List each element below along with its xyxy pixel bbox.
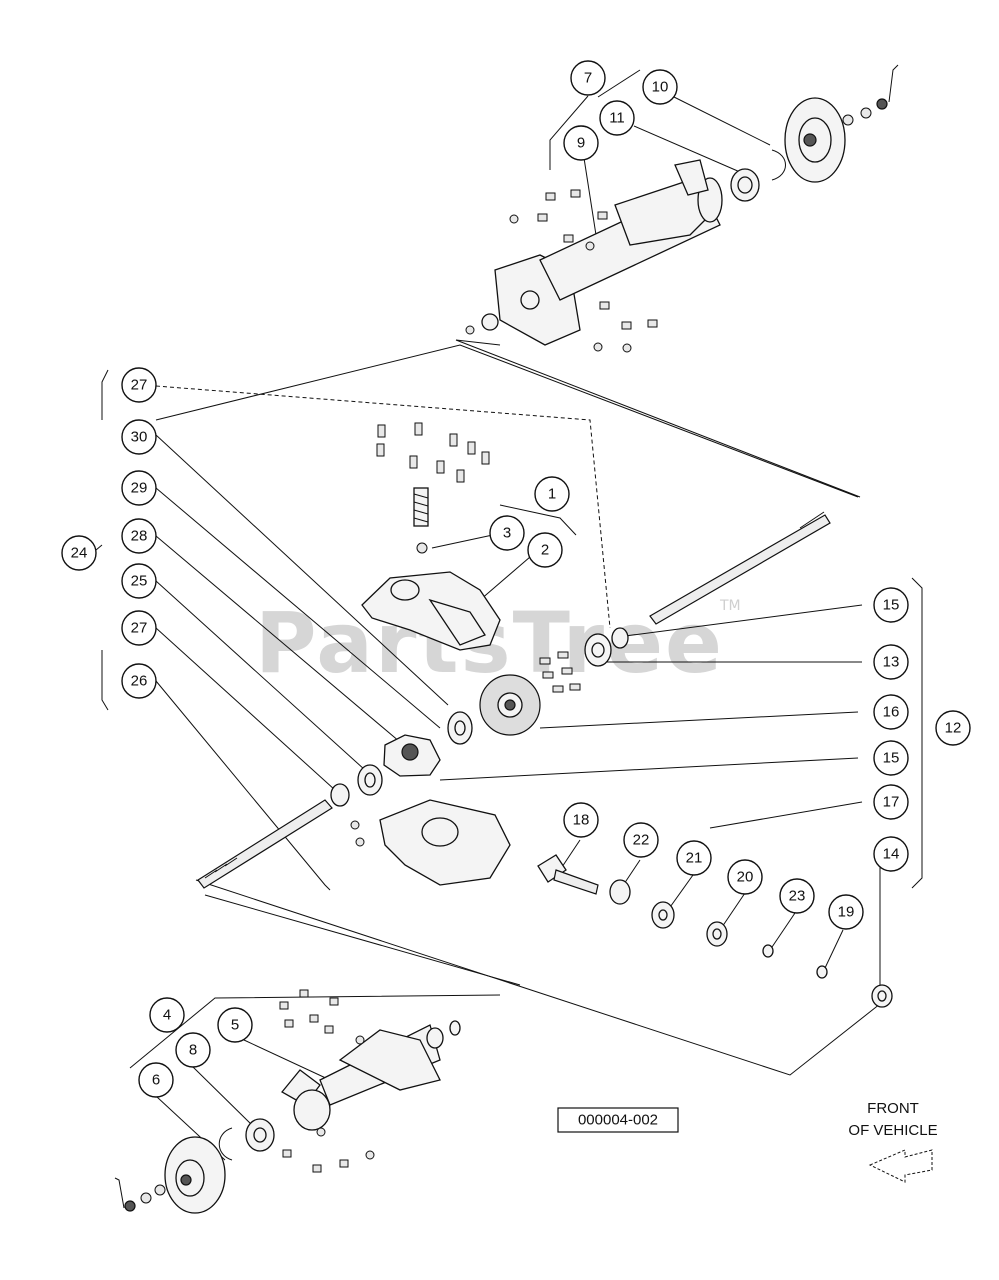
callout-5: 5 [217,1007,253,1043]
right-axle-shaft [649,511,831,625]
callout-1: 1 [534,476,570,512]
right-hub-assembly [730,64,899,202]
right-housing-bolts [465,189,658,353]
callout-20: 20 [727,859,763,895]
watermark-trademark: TM [719,598,741,614]
callout-13: 13 [873,644,909,680]
svg-text:7: 7 [584,70,592,87]
front-label-line1: FRONT [867,1100,919,1117]
svg-text:1: 1 [548,486,556,503]
callout-19: 19 [828,894,864,930]
upper-bolts [376,422,490,483]
callout-12: 12 [935,710,971,746]
svg-text:20: 20 [737,869,754,886]
svg-text:4: 4 [163,1007,171,1024]
gear-bolts [539,651,581,693]
callout-15-bottom: 15 [873,740,909,776]
svg-text:30: 30 [131,429,148,446]
svg-text:27: 27 [131,377,148,394]
differential-assembly [330,674,541,807]
front-arrow-icon [868,1149,933,1183]
callout-30: 30 [121,419,157,455]
callout-6: 6 [138,1062,174,1098]
callout-23: 23 [779,878,815,914]
svg-text:3: 3 [503,525,511,542]
right-bearing [584,627,629,667]
svg-text:2: 2 [541,542,549,559]
callout-24: 24 [61,535,97,571]
svg-text:25: 25 [131,573,148,590]
callout-28: 28 [121,518,157,554]
callout-2: 2 [527,532,563,568]
callout-16: 16 [873,694,909,730]
drawing-code-box: 000004-002 [557,1107,679,1133]
upper-case-housing [361,571,501,651]
callout-22: 22 [623,822,659,858]
callout-10: 10 [642,69,678,105]
svg-text:8: 8 [189,1042,197,1059]
svg-text:16: 16 [883,704,900,721]
lower-case-housing [350,799,511,886]
svg-text:17: 17 [883,794,900,811]
svg-text:28: 28 [131,528,148,545]
bracket-left-bottom [101,650,109,711]
bracket-1 [499,504,577,536]
svg-text:15: 15 [883,750,900,767]
svg-text:19: 19 [838,904,855,921]
callout-18: 18 [563,802,599,838]
svg-text:9: 9 [577,135,585,152]
callout-9: 9 [563,125,599,161]
callout-11: 11 [599,100,635,136]
left-axle-shaft [197,799,333,889]
callout-25: 25 [121,563,157,599]
svg-text:27: 27 [131,620,148,637]
front-label-line2: OF VEHICLE [848,1122,937,1139]
svg-text:18: 18 [573,812,590,829]
svg-text:22: 22 [633,832,650,849]
callout-4: 4 [149,997,185,1033]
spring-assembly [413,487,429,554]
left-hub-assembly [114,1118,275,1214]
svg-text:29: 29 [131,480,148,497]
right-axle-housing [494,159,723,346]
callout-14: 14 [873,836,909,872]
svg-text:5: 5 [231,1017,239,1034]
svg-text:21: 21 [686,850,703,867]
callout-26: 26 [121,663,157,699]
left-housing-bolts [279,989,375,1173]
callout-15-top: 15 [873,587,909,623]
svg-text:23: 23 [789,888,806,905]
callout-8: 7 [570,60,606,96]
front-of-vehicle-indicator: FRONT OF VEHICLE [848,1100,938,1183]
bracket-left-top [101,369,109,420]
svg-text:6: 6 [152,1072,160,1089]
svg-text:26: 26 [131,673,148,690]
bracket-4 [129,994,501,1069]
svg-text:13: 13 [883,654,900,671]
svg-text:15: 15 [883,597,900,614]
svg-text:24: 24 [71,545,88,562]
svg-text:11: 11 [609,110,625,127]
callout-3: 3 [489,515,525,551]
svg-text:14: 14 [883,846,900,863]
bracket-right-12 [911,577,923,889]
callout-27-bottom: 27 [121,610,157,646]
bracket-8 [597,69,641,98]
svg-text:12: 12 [945,720,962,737]
callout-27-top: 27 [121,367,157,403]
callout-21: 21 [676,840,712,876]
input-shaft [537,854,893,1008]
callout-29: 29 [121,470,157,506]
svg-text:10: 10 [652,79,669,96]
left-axle-housing [281,1020,461,1131]
drawing-code: 000004-002 [578,1112,658,1129]
callout-7: 8 [175,1032,211,1068]
callout-17: 17 [873,784,909,820]
